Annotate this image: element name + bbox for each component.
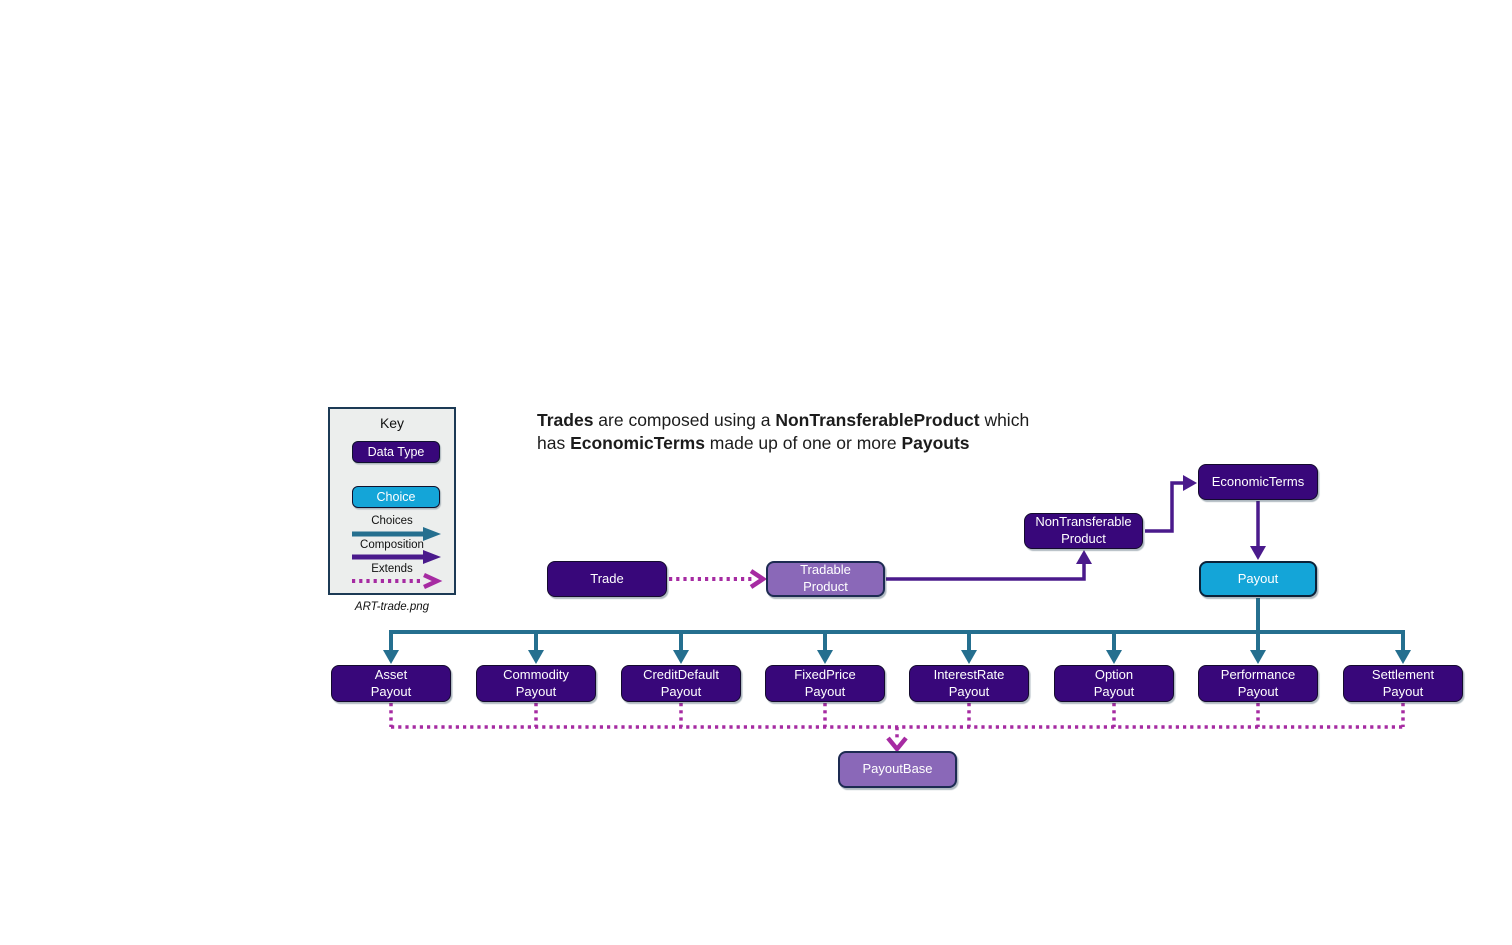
node-credit-default-payout: CreditDefault Payout	[621, 665, 741, 702]
node-tradable-product: Tradable Product	[766, 561, 885, 597]
extends-arrow-icon	[352, 572, 443, 590]
choices-arrow-icon	[352, 527, 441, 541]
node-performance-payout: Performance Payout	[1198, 665, 1318, 702]
edge-tradableproduct-composition-nontransferableproduct	[886, 550, 1092, 581]
heading-line-1: Trades are composed using a NonTransfera…	[537, 410, 1030, 430]
node-payout-base: PayoutBase	[838, 751, 957, 788]
node-option-payout: Option Payout	[1054, 665, 1174, 702]
legend-choices-label: Choices	[371, 515, 413, 527]
node-interest-rate-payout: InterestRate Payout	[909, 665, 1029, 702]
edge-nontransferableproduct-composition-economicterms	[1145, 475, 1197, 533]
node-non-transferable-product: NonTransferable Product	[1024, 513, 1143, 549]
legend-key-panel: Key Data Type Choice Choices Composition…	[328, 407, 456, 595]
edge-payouttypes-extends-payoutbase	[389, 703, 1405, 753]
edge-trade-extends-tradableproduct	[669, 569, 768, 589]
edge-payout-choices-tree	[383, 598, 1411, 664]
node-fixed-price-payout: FixedPrice Payout	[765, 665, 885, 702]
legend-extends-label: Extends	[371, 563, 413, 575]
node-asset-payout: Asset Payout	[331, 665, 451, 702]
node-commodity-payout: Commodity Payout	[476, 665, 596, 702]
diagram-heading: Trades are composed using a NonTransfera…	[537, 409, 1049, 455]
legend-title: Key	[379, 415, 405, 431]
legend-composition-label: Composition	[360, 539, 424, 551]
node-trade: Trade	[547, 561, 667, 597]
legend-data-type-swatch: Data Type	[352, 441, 440, 463]
node-economic-terms: EconomicTerms	[1198, 464, 1318, 500]
node-settlement-payout: Settlement Payout	[1343, 665, 1463, 702]
node-payout: Payout	[1199, 561, 1317, 597]
heading-line-2: has EconomicTerms made up of one or more…	[537, 433, 970, 454]
composition-arrow-icon	[352, 550, 441, 564]
legend-choice-swatch: Choice	[352, 486, 440, 508]
edge-economicterms-composition-payout	[1250, 501, 1266, 560]
figure-caption: ART-trade.png	[354, 601, 430, 613]
